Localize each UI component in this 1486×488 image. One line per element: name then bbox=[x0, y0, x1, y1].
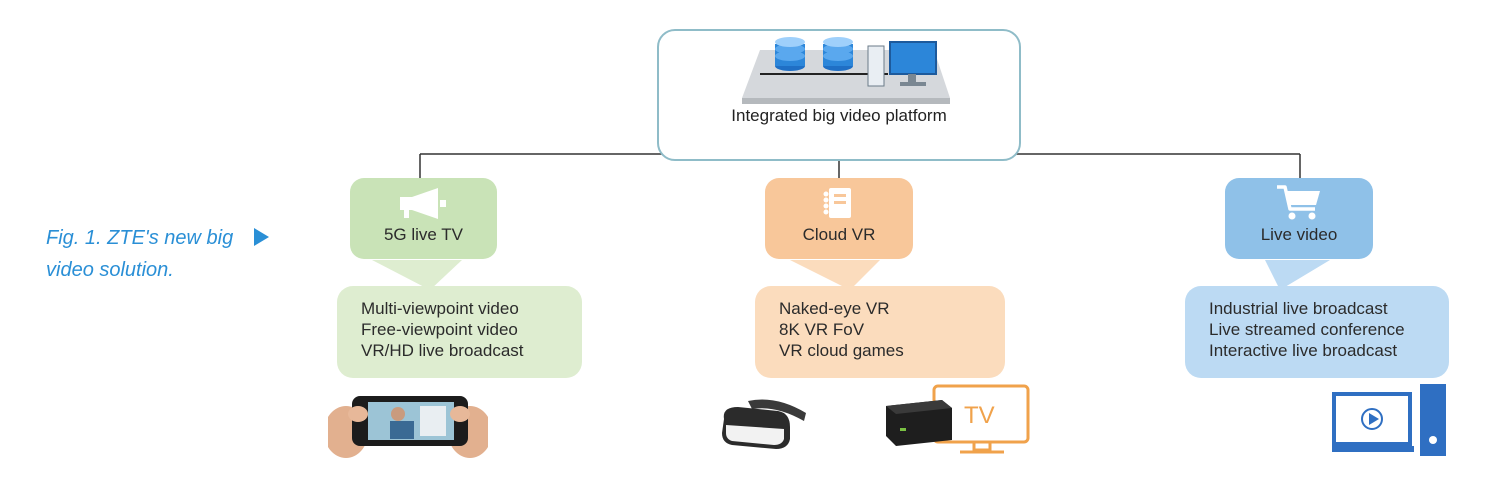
list-item: Naked-eye VR bbox=[779, 299, 890, 318]
platform-illustration bbox=[742, 37, 950, 104]
caption-line-2: video solution. bbox=[46, 259, 174, 281]
bubble-cloud-vr: Naked-eye VR 8K VR FoV VR cloud games bbox=[755, 286, 1005, 378]
list-item: Industrial live broadcast bbox=[1209, 299, 1388, 318]
list-item: Multi-viewpoint video bbox=[361, 299, 519, 318]
bubble-5g-live-tv: Multi-viewpoint video Free-viewpoint vid… bbox=[337, 286, 582, 378]
platform-label: Integrated big video platform bbox=[731, 106, 947, 125]
smartphone-hands-image bbox=[328, 396, 488, 458]
shopping-cart-icon bbox=[1277, 185, 1320, 220]
list-item: VR cloud games bbox=[779, 341, 904, 360]
vr-headset-image bbox=[722, 399, 806, 449]
category-label: Live video bbox=[1260, 225, 1338, 244]
list-item: Interactive live broadcast bbox=[1209, 341, 1398, 360]
bubble-tail-live bbox=[1265, 260, 1330, 290]
category-label: 5G live TV bbox=[383, 225, 464, 244]
list-item: VR/HD live broadcast bbox=[361, 341, 524, 360]
megaphone-icon bbox=[400, 188, 446, 219]
bubble-tail-5g bbox=[372, 260, 462, 290]
bubble-tail-vr bbox=[790, 260, 880, 290]
caption-arrow-icon bbox=[254, 228, 269, 246]
category-label: Cloud VR bbox=[802, 225, 876, 244]
category-cloud-vr: Cloud VR bbox=[765, 178, 913, 259]
database-icon bbox=[775, 37, 805, 71]
tv-label: TV bbox=[964, 402, 995, 429]
bubble-live-video: Industrial live broadcast Live streamed … bbox=[1185, 286, 1449, 378]
figure-caption: Fig. 1. ZTE's new big video solution. bbox=[46, 222, 276, 286]
tv-set-top-box-image bbox=[886, 384, 1030, 454]
computer-icon bbox=[867, 41, 937, 87]
category-5g-live-tv: 5G live TV bbox=[350, 178, 497, 259]
list-item: Free-viewpoint video bbox=[361, 320, 518, 339]
caption-line-1: Fig. 1. ZTE's new big bbox=[46, 227, 234, 249]
list-item: Live streamed conference bbox=[1209, 320, 1405, 339]
database-icon bbox=[823, 37, 853, 71]
category-live-video: Live video bbox=[1225, 178, 1373, 259]
notebook-icon bbox=[823, 188, 851, 218]
list-item: 8K VR FoV bbox=[779, 320, 865, 339]
desktop-video-image bbox=[1332, 384, 1446, 456]
